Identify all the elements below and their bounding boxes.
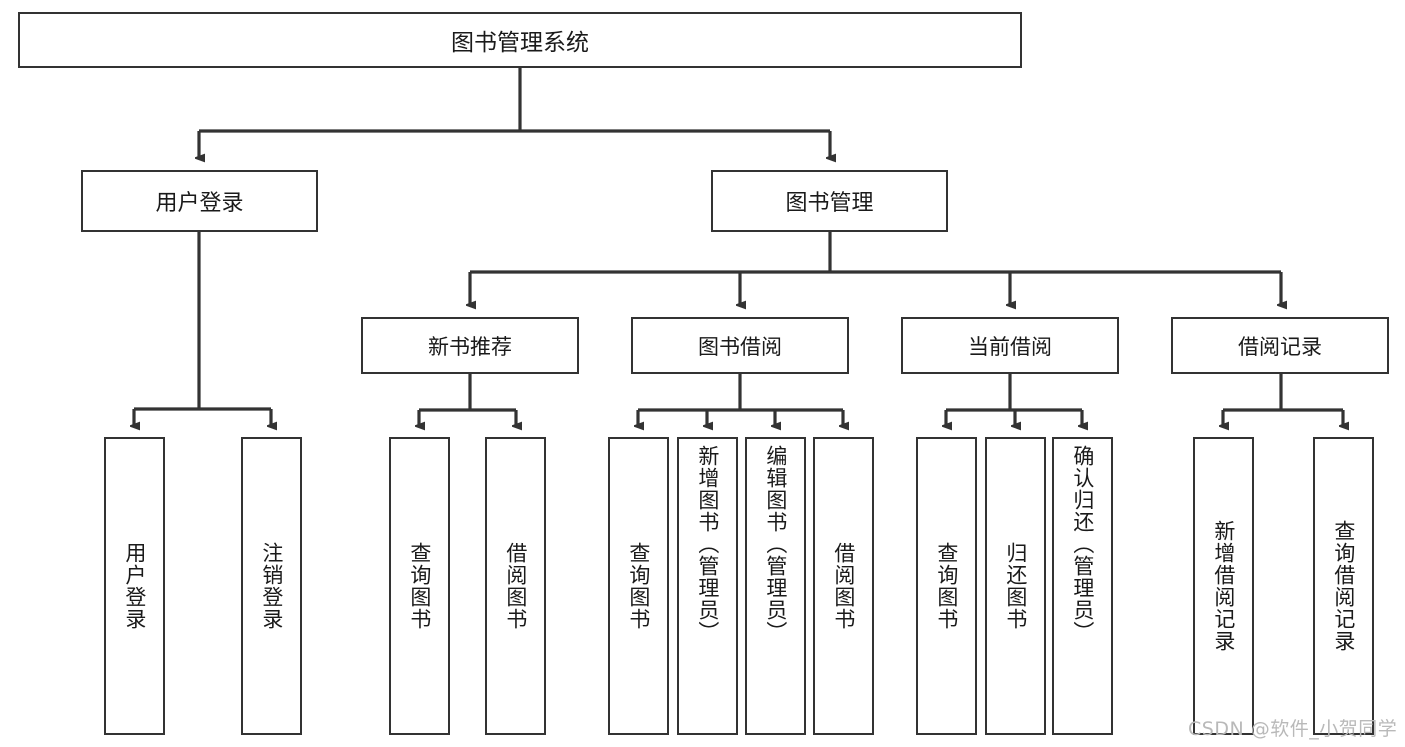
leaf-user-login-signin[interactable]: 用户登录 bbox=[104, 437, 165, 735]
leaf-label: 新增图书（管理员） bbox=[695, 445, 720, 643]
leaf-borrow-borrow-book[interactable]: 借阅图书 bbox=[813, 437, 874, 735]
leaf-label: 编辑图书（管理员） bbox=[763, 445, 788, 643]
leaf-label: 确认归还（管理员） bbox=[1070, 445, 1095, 643]
node-label: 图书管理系统 bbox=[451, 30, 589, 56]
leaf-borrow-edit-book-admin[interactable]: 编辑图书（管理员） bbox=[745, 437, 806, 735]
leaf-borrow-query-book[interactable]: 查询图书 bbox=[608, 437, 669, 735]
leaf-label: 查询图书 bbox=[407, 542, 432, 630]
csdn-watermark: CSDN @软件_小贺同学 bbox=[1188, 718, 1398, 740]
leaf-new-book-query[interactable]: 查询图书 bbox=[389, 437, 450, 735]
leaf-label: 借阅图书 bbox=[831, 542, 856, 630]
node-label: 用户登录 bbox=[155, 191, 244, 216]
leaf-label: 归还图书 bbox=[1003, 542, 1028, 630]
node-label: 新书推荐 bbox=[428, 334, 512, 359]
leaf-new-book-borrow[interactable]: 借阅图书 bbox=[485, 437, 546, 735]
node-user-login[interactable]: 用户登录 bbox=[81, 170, 318, 232]
node-borrow-record[interactable]: 借阅记录 bbox=[1171, 317, 1389, 374]
leaf-label: 注销登录 bbox=[259, 542, 284, 630]
node-label: 图书借阅 bbox=[698, 334, 782, 359]
leaf-label: 查询图书 bbox=[626, 542, 651, 630]
leaf-user-login-signout[interactable]: 注销登录 bbox=[241, 437, 302, 735]
leaf-current-query-book[interactable]: 查询图书 bbox=[916, 437, 977, 735]
node-root-library-system[interactable]: 图书管理系统 bbox=[18, 12, 1022, 68]
leaf-current-confirm-return-admin[interactable]: 确认归还（管理员） bbox=[1052, 437, 1113, 735]
leaf-borrow-add-book-admin[interactable]: 新增图书（管理员） bbox=[677, 437, 738, 735]
leaf-record-add-record[interactable]: 新增借阅记录 bbox=[1193, 437, 1254, 735]
node-book-management[interactable]: 图书管理 bbox=[711, 170, 948, 232]
leaf-label: 查询图书 bbox=[934, 542, 959, 630]
leaf-record-query-record[interactable]: 查询借阅记录 bbox=[1313, 437, 1374, 735]
node-label: 当前借阅 bbox=[968, 334, 1052, 359]
node-book-borrow[interactable]: 图书借阅 bbox=[631, 317, 849, 374]
node-label: 借阅记录 bbox=[1238, 334, 1322, 359]
node-current-borrow[interactable]: 当前借阅 bbox=[901, 317, 1119, 374]
leaf-label: 用户登录 bbox=[122, 542, 147, 630]
leaf-label: 借阅图书 bbox=[503, 542, 528, 630]
node-new-book-recommend[interactable]: 新书推荐 bbox=[361, 317, 579, 374]
leaf-label: 新增借阅记录 bbox=[1211, 520, 1236, 652]
node-label: 图书管理 bbox=[785, 191, 874, 216]
leaf-current-return-book[interactable]: 归还图书 bbox=[985, 437, 1046, 735]
leaf-label: 查询借阅记录 bbox=[1331, 520, 1356, 652]
